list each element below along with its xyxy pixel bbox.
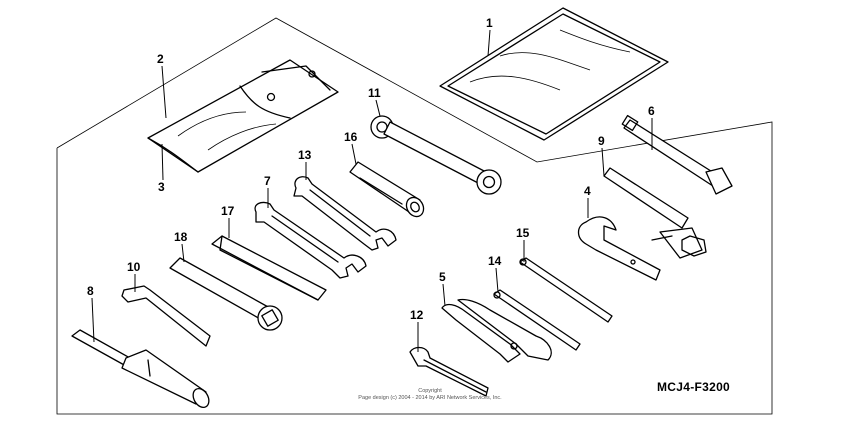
part-13-open-wrench[interactable] (293, 176, 397, 251)
part-17-flat-tool[interactable] (211, 235, 327, 301)
part-8-socket-bar[interactable] (71, 329, 212, 410)
part-11-box-wrench[interactable] (370, 115, 502, 195)
callout-11: 11 (368, 86, 381, 100)
callout-10: 10 (127, 260, 141, 274)
callout-16: 16 (344, 130, 358, 144)
part-5-pliers[interactable] (441, 298, 552, 363)
copyright-title: Copyright (418, 388, 442, 394)
callout-13: 13 (298, 148, 312, 162)
part-12-small-wrench[interactable] (409, 346, 489, 397)
leader-lines (91, 29, 653, 352)
part-16-handle[interactable] (349, 161, 427, 220)
callout-17: 17 (221, 204, 235, 218)
diagram-boundary (56, 17, 773, 415)
callout-3: 3 (158, 180, 165, 194)
callout-8: 8 (87, 284, 94, 298)
part-1-tool-bag[interactable] (439, 7, 669, 141)
callout-9: 9 (598, 134, 605, 148)
callout-7: 7 (264, 174, 271, 188)
callout-1: 1 (486, 16, 493, 30)
callout-2: 2 (157, 52, 164, 66)
callout-15: 15 (516, 226, 530, 240)
part-7-open-wrench[interactable] (254, 201, 367, 279)
part-6-plug-wrench[interactable] (621, 114, 733, 195)
part-18-box-wrench[interactable] (169, 257, 283, 331)
copyright-text: Page design (c) 2004 - 2014 by ARI Netwo… (358, 394, 502, 401)
part-4-pin-spanner[interactable] (577, 216, 707, 281)
diagram-code: MCJ4-F3200 (657, 380, 731, 394)
callout-14: 14 (488, 254, 502, 268)
callout-4: 4 (584, 184, 591, 198)
callout-6: 6 (648, 104, 655, 118)
part-10-hex-key[interactable] (121, 285, 211, 347)
callout-5: 5 (439, 270, 446, 284)
callout-18: 18 (174, 230, 188, 244)
copyright-notice: Copyright Page design (c) 2004 - 2014 by… (330, 388, 530, 401)
part-2-tool-wrap[interactable] (147, 59, 339, 173)
callout-12: 12 (410, 308, 424, 322)
part-9-bar[interactable] (603, 167, 689, 229)
